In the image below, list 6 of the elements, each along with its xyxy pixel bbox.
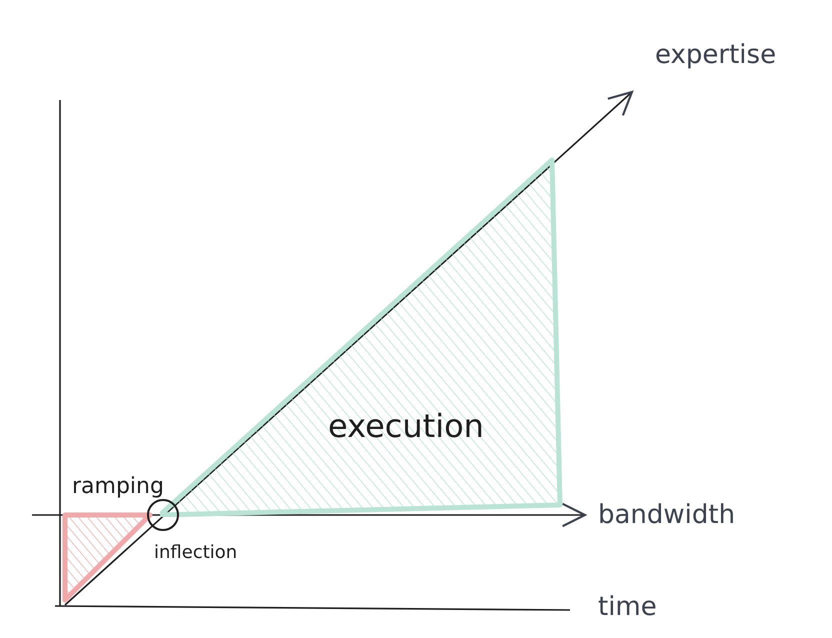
axis-label: bandwidth — [598, 500, 736, 530]
region-label: execution — [328, 407, 484, 445]
point-label: inflection — [154, 542, 238, 563]
region-label: ramping — [72, 474, 164, 499]
axis-label: time — [598, 592, 657, 622]
axis-label: expertise — [655, 40, 776, 70]
